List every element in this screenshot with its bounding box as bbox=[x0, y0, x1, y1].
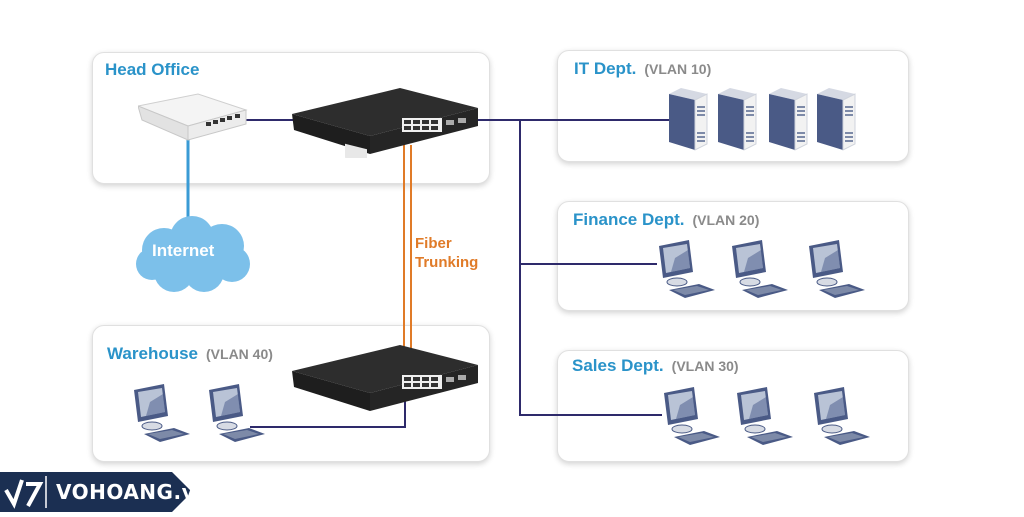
workstation-icon-sales bbox=[733, 385, 795, 454]
finance-dept-title: Finance Dept. (VLAN 20) bbox=[573, 210, 759, 230]
vohoang-logo: VOHOANG.vn bbox=[0, 472, 209, 512]
sales-dept-vlan: (VLAN 30) bbox=[671, 358, 739, 374]
warehouse-vlan: (VLAN 40) bbox=[206, 346, 273, 362]
router-icon bbox=[138, 93, 248, 141]
workstation-icon-sales bbox=[660, 385, 722, 454]
internet-label: Internet bbox=[152, 241, 215, 260]
warehouse-link bbox=[250, 395, 406, 428]
workstation-icon-finance bbox=[655, 238, 717, 307]
fiber-label-line1: Fiber bbox=[415, 235, 452, 252]
core-switch-icon bbox=[292, 88, 478, 158]
server-icon bbox=[716, 86, 758, 157]
workstation-icon-finance bbox=[805, 238, 867, 307]
it-dept-name: IT Dept. bbox=[574, 59, 637, 78]
fiber-trunking-label: Fiber Trunking bbox=[415, 234, 478, 272]
finance-dept-name: Finance Dept. bbox=[573, 210, 685, 229]
workstation-icon-finance bbox=[728, 238, 790, 307]
trunk-to-vlans bbox=[475, 119, 662, 416]
sales-dept-title: Sales Dept. (VLAN 30) bbox=[572, 356, 739, 376]
panel-sales-dept: Sales Dept. (VLAN 30) bbox=[557, 350, 909, 462]
internet-cloud-icon bbox=[136, 216, 250, 292]
server-icon bbox=[667, 86, 709, 157]
fiber-label-line2: Trunking bbox=[415, 254, 479, 271]
warehouse-title: Warehouse (VLAN 40) bbox=[107, 344, 273, 364]
warehouse-name: Warehouse bbox=[107, 344, 199, 363]
sales-dept-name: Sales Dept. bbox=[572, 356, 664, 375]
head-office-title: Head Office bbox=[105, 60, 200, 79]
logo-banner-icon bbox=[0, 472, 192, 512]
server-icon bbox=[767, 86, 809, 157]
it-dept-vlan: (VLAN 10) bbox=[644, 61, 712, 77]
finance-dept-vlan: (VLAN 20) bbox=[692, 212, 760, 228]
server-icon bbox=[815, 86, 857, 157]
workstation-icon-sales bbox=[810, 385, 872, 454]
logo-text: VOHOANG.vn bbox=[56, 480, 210, 504]
warehouse-switch-icon bbox=[292, 345, 478, 411]
it-dept-title: IT Dept. (VLAN 10) bbox=[574, 59, 711, 79]
workstation-icon-warehouse bbox=[130, 382, 192, 451]
workstation-icon-warehouse bbox=[205, 382, 267, 451]
